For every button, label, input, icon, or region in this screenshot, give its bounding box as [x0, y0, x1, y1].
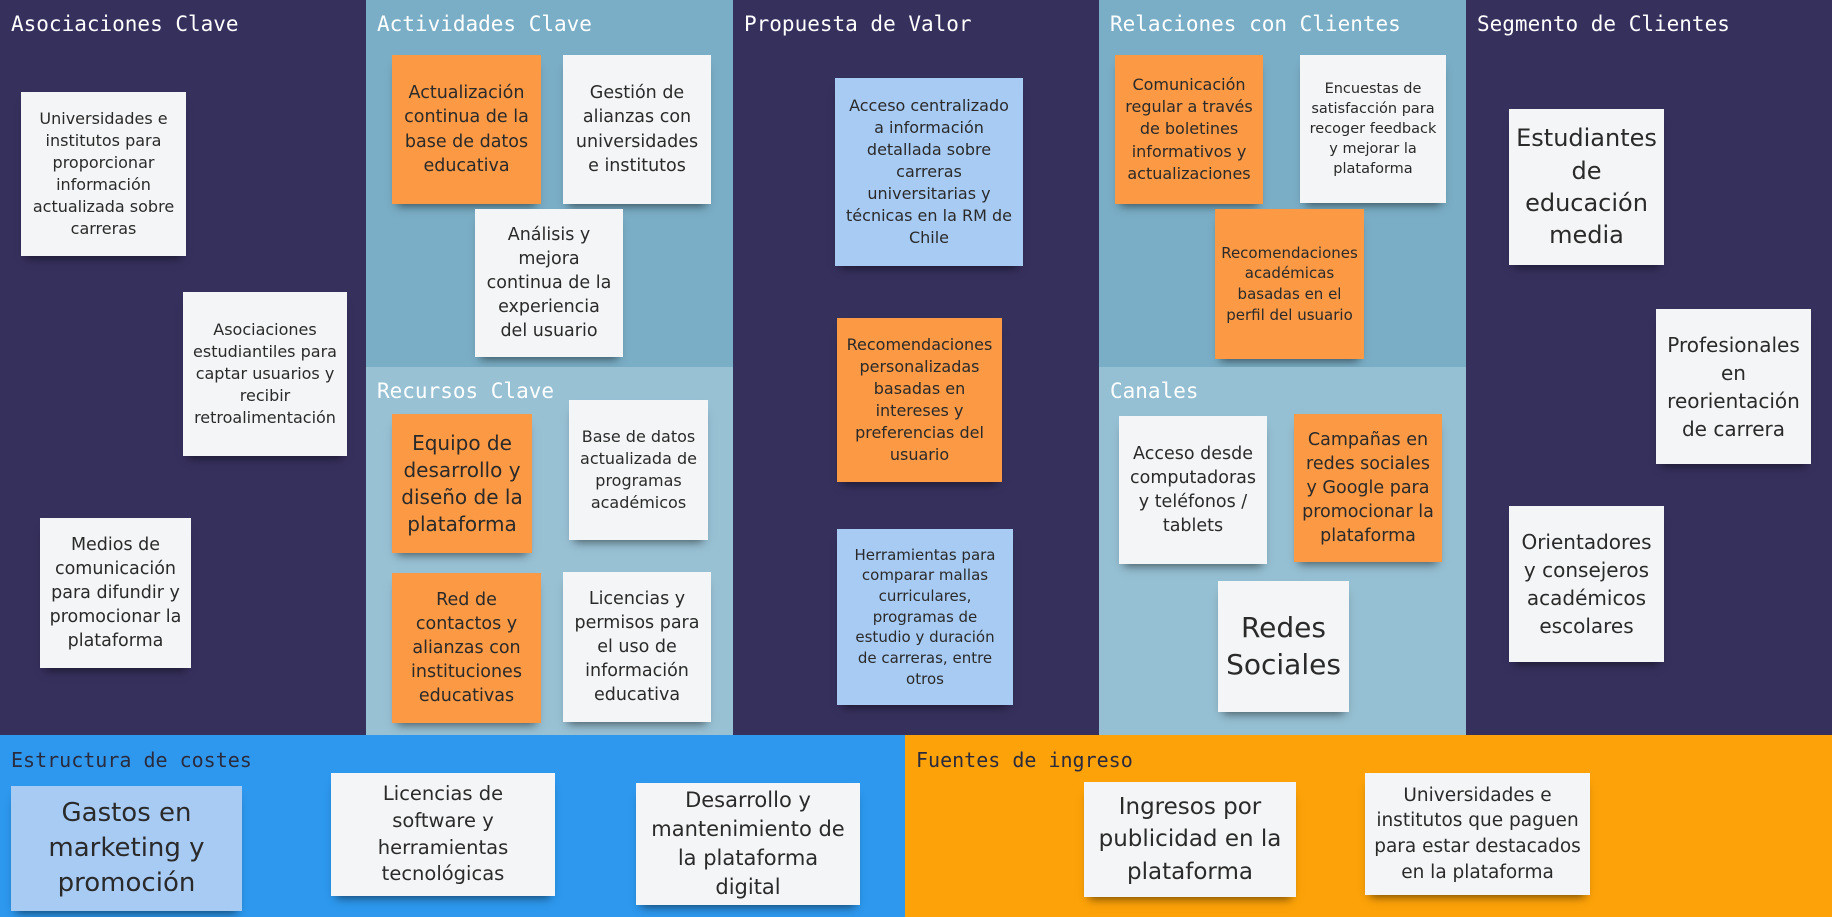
note-text: Recomendaciones personalizadas basadas e… [846, 334, 993, 465]
customer-relationships-panel: Relaciones con Clientes Comunicación reg… [1099, 0, 1466, 367]
sticky-note[interactable]: Licencias de software y herramientas tec… [331, 773, 555, 896]
sticky-note[interactable]: Ingresos por publicidad en la plataforma [1084, 782, 1296, 897]
key-resources-title: Recursos Clave [377, 379, 555, 403]
cost-structure-panel: Estructura de costes Gastos en marketing… [0, 735, 905, 917]
note-text: Ingresos por publicidad en la plataforma [1098, 794, 1282, 885]
note-text: Estudiantes de educación media [1516, 124, 1657, 250]
key-activities-panel: Actividades Clave Actualización continua… [366, 0, 733, 367]
value-proposition-panel: Propuesta de Valor Acceso centralizado a… [733, 0, 1099, 735]
sticky-note[interactable]: Orientadores y consejeros académicos esc… [1509, 506, 1664, 662]
sticky-note[interactable]: Análisis y mejora continua de la experie… [475, 209, 623, 357]
note-text: Actualización continua de la base de dat… [404, 83, 529, 176]
note-text: Orientadores y consejeros académicos esc… [1521, 530, 1652, 638]
sticky-note[interactable]: Red de contactos y alianzas con instituc… [392, 573, 541, 723]
sticky-note[interactable]: Acceso desde computadoras y teléfonos / … [1119, 416, 1267, 564]
note-text: Universidades e institutos que paguen pa… [1374, 784, 1581, 883]
sticky-note[interactable]: Profesionales en reorientación de carrer… [1656, 309, 1811, 464]
sticky-note[interactable]: Recomendaciones académicas basadas en el… [1215, 209, 1364, 359]
note-text: Base de datos actualizada de programas a… [580, 426, 697, 513]
note-text: Redes Sociales [1226, 611, 1341, 681]
note-text: Gestión de alianzas con universidades e … [575, 83, 699, 176]
note-text: Gastos en marketing y promoción [48, 797, 205, 899]
sticky-note[interactable]: Herramientas para comparar mallas curric… [837, 529, 1013, 705]
sticky-note[interactable]: Acceso centralizado a información detall… [835, 78, 1023, 266]
revenue-streams-title: Fuentes de ingreso [916, 748, 1133, 772]
key-resources-panel: Recursos Clave Equipo de desarrollo y di… [366, 367, 733, 735]
customer-relationships-title: Relaciones con Clientes [1110, 12, 1401, 36]
note-text: Acceso desde computadoras y teléfonos / … [1129, 443, 1256, 537]
sticky-note[interactable]: Desarrollo y mantenimiento de la platafo… [636, 783, 860, 905]
channels-panel: Canales Acceso desde computadoras y telé… [1099, 367, 1466, 735]
customer-segments-panel: Segmento de Clientes Estudiantes de educ… [1466, 0, 1832, 735]
note-text: Desarrollo y mantenimiento de la platafo… [651, 788, 845, 899]
sticky-note[interactable]: Medios de comunicación para difundir y p… [40, 518, 191, 668]
revenue-streams-panel: Fuentes de ingreso Ingresos por publicid… [905, 735, 1832, 917]
sticky-note[interactable]: Recomendaciones personalizadas basadas e… [837, 318, 1002, 482]
sticky-note[interactable]: Universidades e institutos para proporci… [21, 92, 186, 256]
sticky-note[interactable]: Base de datos actualizada de programas a… [569, 400, 708, 540]
note-text: Medios de comunicación para difundir y p… [49, 534, 182, 652]
key-partners-title: Asociaciones Clave [11, 12, 239, 36]
note-text: Acceso centralizado a información detall… [846, 95, 1012, 248]
sticky-note[interactable]: Estudiantes de educación media [1509, 109, 1664, 265]
channels-title: Canales [1110, 379, 1199, 403]
sticky-note[interactable]: Equipo de desarrollo y diseño de la plat… [392, 414, 532, 553]
sticky-note[interactable]: Licencias y permisos para el uso de info… [563, 572, 711, 722]
sticky-note[interactable]: Redes Sociales [1218, 581, 1349, 712]
note-text: Campañas en redes sociales y Google para… [1302, 429, 1434, 547]
sticky-note[interactable]: Gastos en marketing y promoción [11, 786, 242, 911]
sticky-note[interactable]: Universidades e institutos que paguen pa… [1365, 773, 1590, 895]
note-text: Red de contactos y alianzas con instituc… [411, 589, 522, 707]
customer-segments-title: Segmento de Clientes [1477, 12, 1730, 36]
note-text: Licencias y permisos para el uso de info… [574, 588, 700, 706]
note-text: Equipo de desarrollo y diseño de la plat… [401, 430, 523, 536]
note-text: Recomendaciones académicas basadas en el… [1221, 243, 1358, 324]
sticky-note[interactable]: Actualización continua de la base de dat… [392, 55, 541, 204]
note-text: Licencias de software y herramientas tec… [377, 781, 509, 886]
sticky-note[interactable]: Asociaciones estudiantiles para captar u… [183, 292, 347, 456]
sticky-note[interactable]: Gestión de alianzas con universidades e … [563, 55, 711, 204]
sticky-note[interactable]: Encuestas de satisfacción para recoger f… [1300, 55, 1446, 203]
note-text: Asociaciones estudiantiles para captar u… [193, 319, 337, 428]
note-text: Profesionales en reorientación de carrer… [1667, 332, 1800, 441]
value-proposition-title: Propuesta de Valor [744, 12, 972, 36]
note-text: Universidades e institutos para proporci… [32, 108, 175, 239]
note-text: Análisis y mejora continua de la experie… [486, 224, 612, 342]
note-text: Comunicación regular a través de boletin… [1125, 75, 1253, 183]
sticky-note[interactable]: Comunicación regular a través de boletin… [1115, 55, 1263, 204]
cost-structure-title: Estructura de costes [11, 748, 252, 772]
key-partners-panel: Asociaciones Clave Universidades e insti… [0, 0, 366, 735]
sticky-note[interactable]: Campañas en redes sociales y Google para… [1294, 414, 1442, 562]
note-text: Herramientas para comparar mallas curric… [854, 545, 996, 688]
key-activities-title: Actividades Clave [377, 12, 592, 36]
note-text: Encuestas de satisfacción para recoger f… [1309, 81, 1437, 177]
